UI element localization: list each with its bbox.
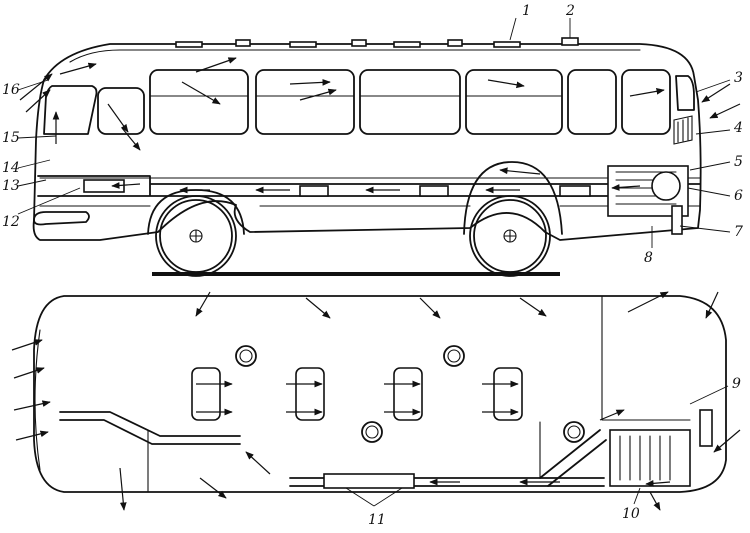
rear-air-intake xyxy=(673,115,693,145)
top-partition xyxy=(147,421,541,493)
side-airflow-arrows xyxy=(19,57,741,194)
callout-labels: 1 2 3 4 5 6 7 8 9 10 11 12 13 14 15 16 xyxy=(2,3,743,528)
roof-vents xyxy=(175,37,579,48)
callout-5: 5 xyxy=(734,154,743,170)
heater-rear xyxy=(559,185,591,197)
side-window-6 xyxy=(621,69,671,135)
roof-line xyxy=(69,49,641,63)
callout-4: 4 xyxy=(733,120,743,136)
top-rear-heater xyxy=(609,409,713,487)
rear-wheel xyxy=(469,195,551,277)
heater-mid-2 xyxy=(419,185,449,197)
front-windshield xyxy=(43,85,98,135)
side-window-3 xyxy=(359,69,461,135)
top-airflow-arrows xyxy=(11,291,741,511)
heater-mid-1 xyxy=(299,185,329,197)
top-duct-diagonal xyxy=(539,429,607,487)
top-body-outline xyxy=(33,295,727,493)
rear-wheel-arch xyxy=(463,161,563,235)
floor-air-duct xyxy=(37,175,701,197)
side-view xyxy=(19,37,741,277)
callout-3: 3 xyxy=(734,70,743,86)
rear-heater-unit xyxy=(607,165,689,235)
rear-window xyxy=(675,75,695,111)
rear-compartment-wall xyxy=(601,295,691,421)
callout-11: 11 xyxy=(368,512,386,528)
door-window xyxy=(97,87,145,135)
top-view xyxy=(11,291,741,511)
side-window-4 xyxy=(465,69,563,135)
wheel-housings xyxy=(191,367,523,421)
front-bumper xyxy=(33,211,90,226)
callout-10: 10 xyxy=(622,506,640,522)
side-window-5 xyxy=(567,69,617,135)
front-wheel xyxy=(155,195,237,277)
roof-hatches xyxy=(235,345,585,443)
callout-14: 14 xyxy=(2,160,20,176)
callout-12: 12 xyxy=(2,214,20,230)
heater-top xyxy=(323,473,415,489)
callout-9: 9 xyxy=(732,376,741,392)
callout-15: 15 xyxy=(2,130,20,146)
top-duct-front xyxy=(59,411,241,445)
callout-7: 7 xyxy=(734,224,743,240)
callout-8: 8 xyxy=(644,250,653,266)
callout-16: 16 xyxy=(2,82,20,98)
callout-6: 6 xyxy=(734,188,743,204)
side-window-2 xyxy=(255,69,355,135)
callout-2: 2 xyxy=(565,3,575,19)
callout-1: 1 xyxy=(522,3,531,19)
side-window-1 xyxy=(149,69,249,135)
bus-body-outline xyxy=(32,43,702,241)
front-left-panel xyxy=(34,329,41,471)
callout-13: 13 xyxy=(2,178,20,194)
